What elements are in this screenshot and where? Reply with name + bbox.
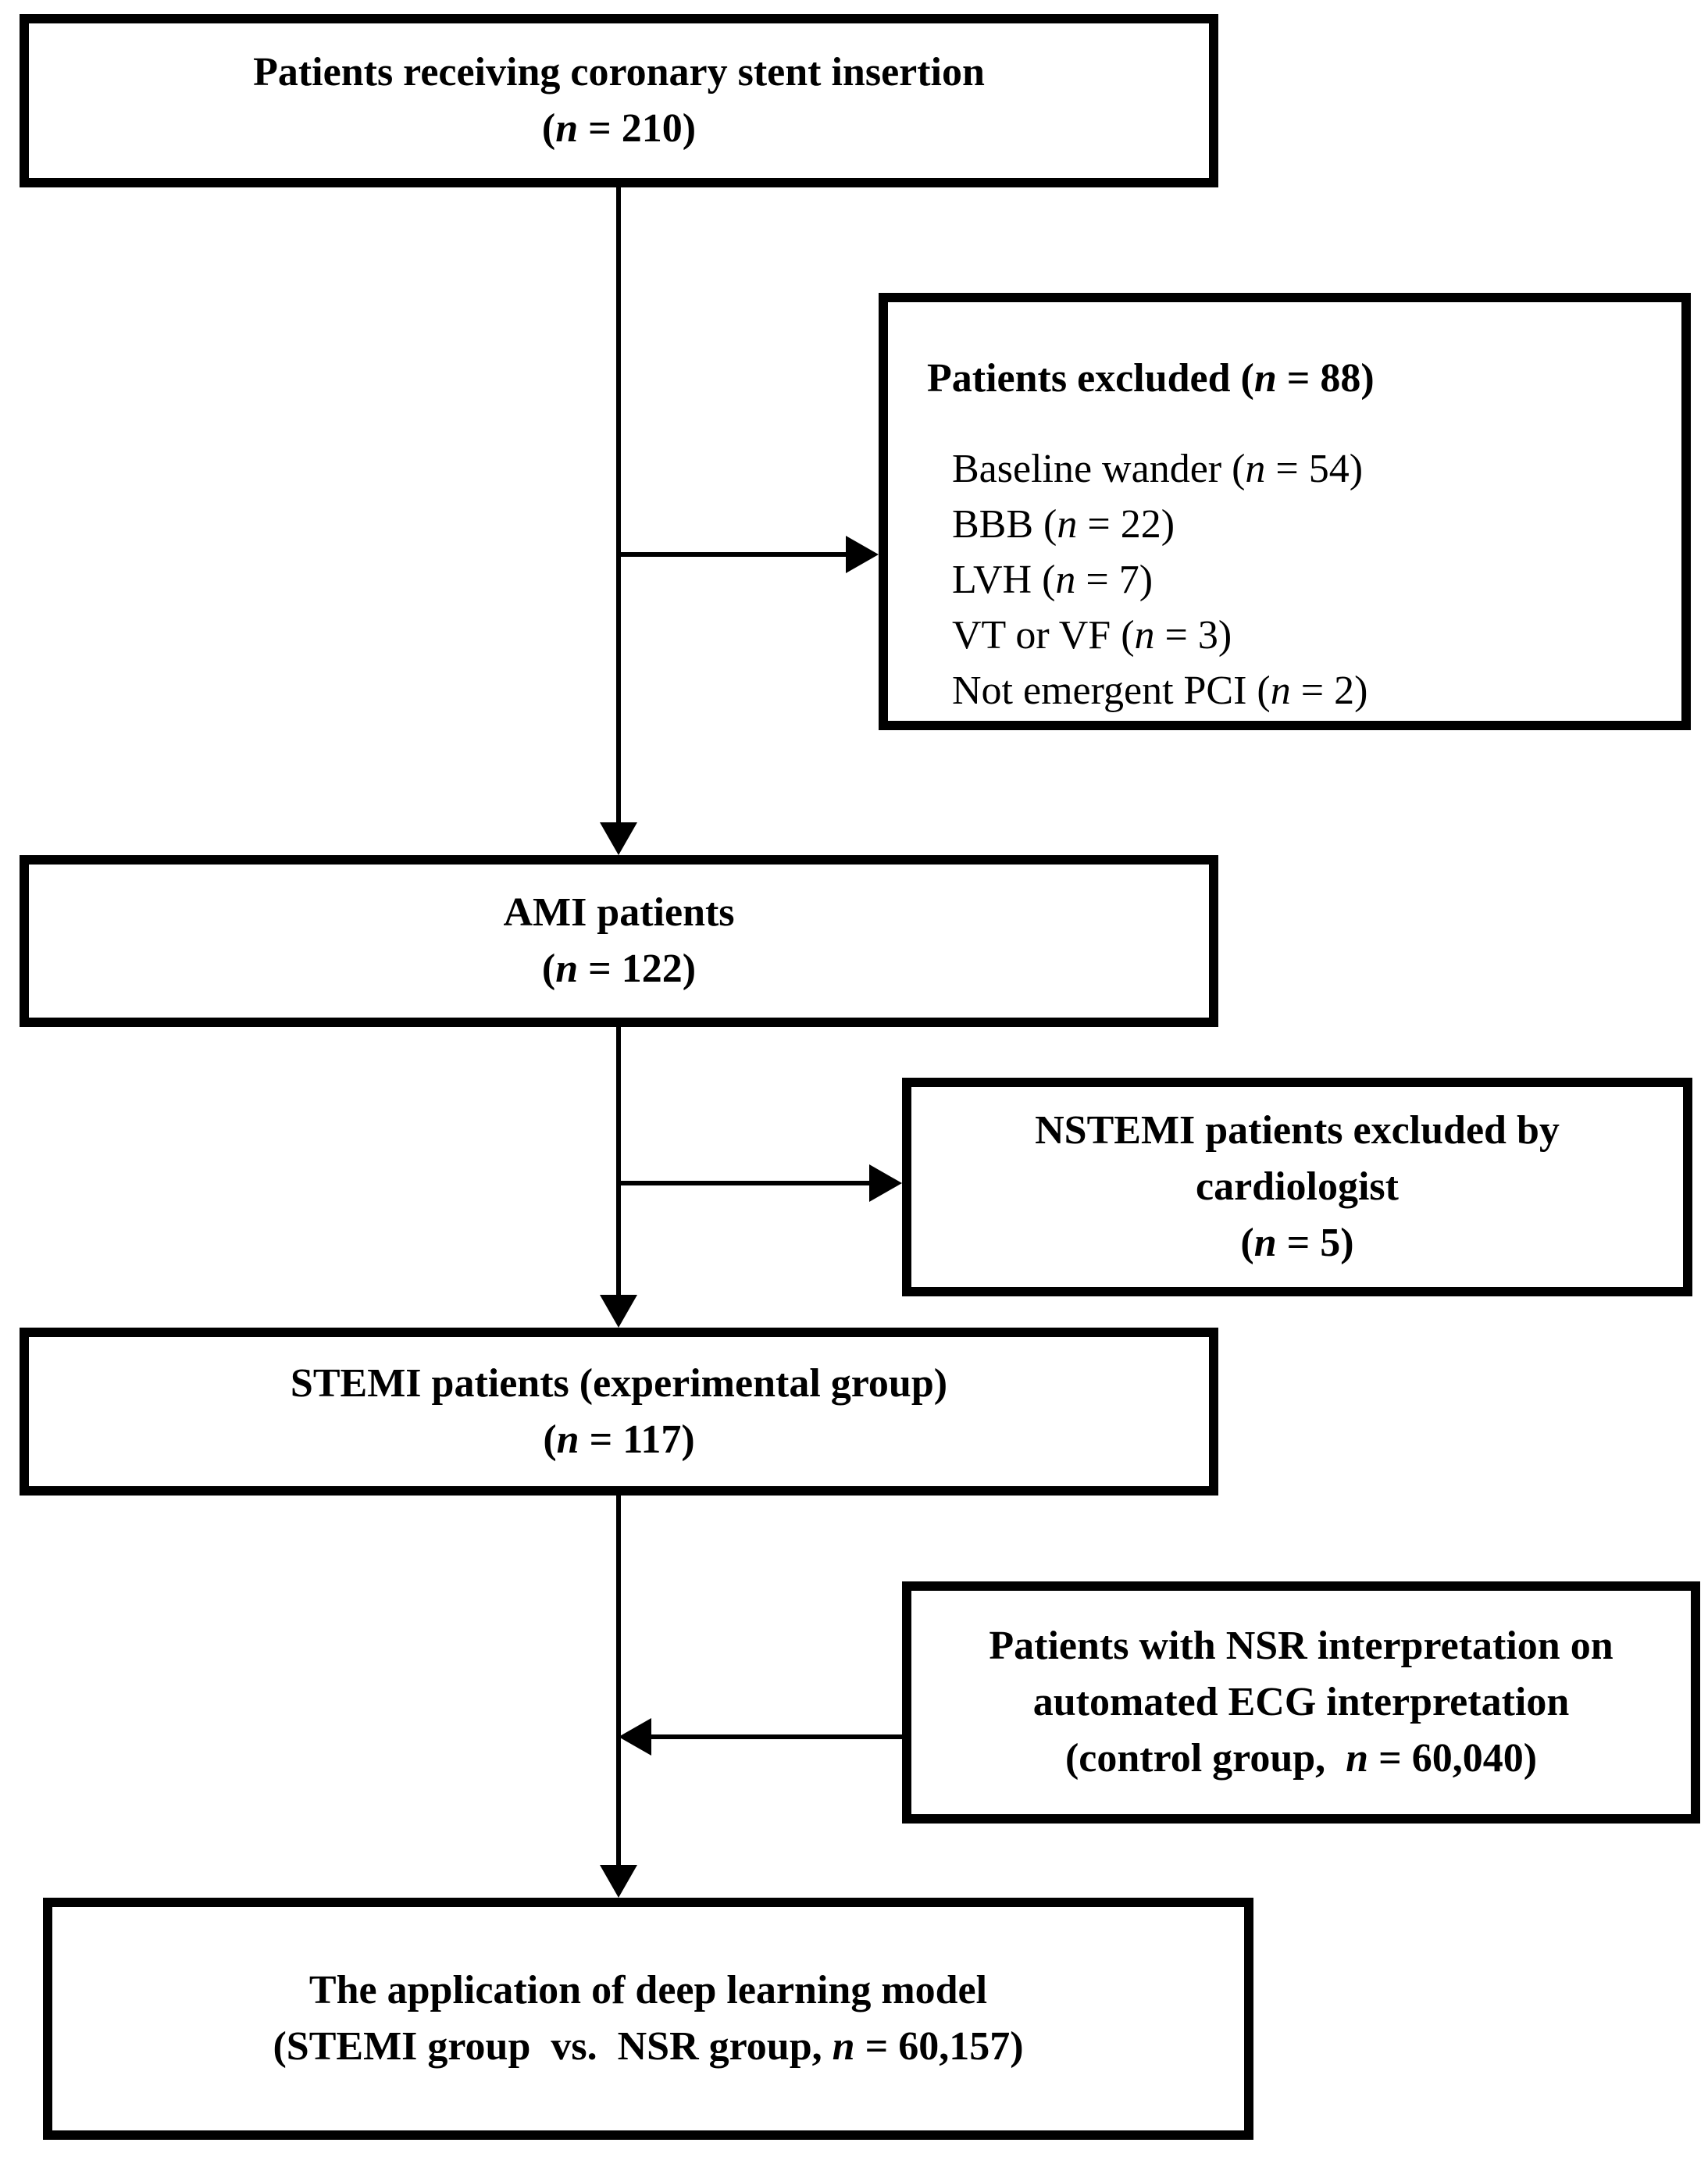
box-title-line: NSTEMI patients excluded by (1035, 1103, 1560, 1159)
italic-n: n (832, 2024, 855, 2069)
arrowhead-into-excluded-icon (846, 536, 879, 573)
box-title-line: AMI patients (503, 885, 734, 941)
text-segment: (STEMI group vs. NSR group, (273, 2024, 833, 2069)
box-nsr-control-group: Patients with NSR interpretation on auto… (902, 1581, 1700, 1824)
box-count-line: (n = 5) (1240, 1215, 1353, 1271)
connector-stent-to-ami (616, 187, 621, 822)
box-title-line2: cardiologist (1196, 1159, 1399, 1215)
box-title-line: Patients with NSR interpretation on (989, 1618, 1613, 1674)
text-segment: NSTEMI patients excluded by (1035, 1108, 1560, 1153)
box-stemi-patients: STEMI patients (experimental group) (n =… (20, 1328, 1218, 1496)
arrowhead-into-stemi-icon (600, 1295, 637, 1328)
text-segment: ( (1240, 1221, 1254, 1265)
excluded-heading: Patients excluded (n = 88) (888, 351, 1681, 407)
text-segment: ( (541, 947, 556, 991)
text-segment: VT or VF ( (952, 613, 1135, 658)
excluded-item: Not emergent PCI (n = 2) (952, 663, 1681, 718)
text-segment: = 210) (578, 106, 697, 151)
connector-nsr-to-mainline (651, 1734, 902, 1739)
box-deep-learning-application: The application of deep learning model (… (43, 1898, 1253, 2140)
italic-n: n (555, 947, 579, 991)
italic-n: n (1134, 613, 1155, 658)
text-segment: = 22) (1077, 502, 1175, 547)
text-segment: (control group, (1064, 1736, 1346, 1781)
text-segment: = 60,157) (854, 2024, 1024, 2069)
arrowhead-into-nstemi-icon (869, 1164, 902, 1202)
arrowhead-into-application-icon (600, 1865, 637, 1898)
italic-n: n (1245, 447, 1266, 491)
connector-branch-to-excluded (619, 552, 846, 557)
text-segment: = 3) (1154, 613, 1232, 658)
text-segment: The application of deep learning model (308, 1968, 988, 2012)
excluded-list: Baseline wander (n = 54) BBB (n = 22) LV… (888, 441, 1681, 718)
connector-stemi-to-application (616, 1496, 621, 1865)
box-count-line: (n = 117) (543, 1412, 694, 1468)
box-title-line: The application of deep learning model (309, 1963, 987, 2019)
arrowhead-into-mainline-icon (619, 1718, 651, 1756)
text-segment: cardiologist (1196, 1164, 1399, 1209)
box-title-line2: automated ECG interpretation (1033, 1674, 1570, 1731)
text-segment: Patients receiving coronary stent insert… (253, 50, 985, 94)
text-segment: AMI patients (503, 890, 735, 935)
box-count-line: (STEMI group vs. NSR group, n = 60,157) (273, 2019, 1023, 2075)
box-coronary-stent-patients: Patients receiving coronary stent insert… (20, 14, 1218, 187)
italic-n: n (1346, 1736, 1369, 1781)
text-segment: = 88) (1276, 356, 1375, 401)
italic-n: n (1253, 356, 1277, 401)
text-segment: = 54) (1265, 447, 1364, 491)
text-segment: = 122) (578, 947, 697, 991)
box-title-line: STEMI patients (experimental group) (291, 1356, 947, 1412)
text-segment: Baseline wander ( (952, 447, 1246, 491)
excluded-item: LVH (n = 7) (952, 552, 1681, 608)
text-segment: STEMI patients (experimental group) (290, 1360, 948, 1406)
text-segment: ( (541, 106, 556, 151)
text-segment: LVH ( (952, 558, 1056, 602)
box-count-line: (control group, n = 60,040) (1065, 1731, 1537, 1787)
box-nstemi-excluded: NSTEMI patients excluded by cardiologist… (902, 1078, 1692, 1296)
connector-branch-to-nstemi (619, 1181, 869, 1185)
italic-n: n (1057, 502, 1078, 547)
excluded-item: Baseline wander (n = 54) (952, 441, 1681, 497)
excluded-item: BBB (n = 22) (952, 497, 1681, 552)
excluded-item: VT or VF (n = 3) (952, 608, 1681, 663)
text-segment: = 117) (579, 1417, 695, 1462)
italic-n: n (1270, 668, 1291, 713)
box-title-line: Patients receiving coronary stent insert… (253, 45, 985, 101)
italic-n: n (556, 1417, 579, 1462)
text-segment: Not emergent PCI ( (952, 668, 1271, 713)
text-segment: BBB ( (952, 502, 1057, 547)
text-segment: = 2) (1290, 668, 1368, 713)
text-segment: = 7) (1075, 558, 1154, 602)
text-segment: automated ECG interpretation (1032, 1680, 1570, 1724)
box-count-line: (n = 122) (542, 941, 696, 997)
italic-n: n (1055, 558, 1076, 602)
italic-n: n (1253, 1221, 1277, 1265)
text-segment: ( (543, 1417, 557, 1462)
text-segment: Patients excluded ( (927, 356, 1254, 401)
text-segment: Patients with NSR interpretation on (989, 1624, 1614, 1668)
arrowhead-into-ami-icon (600, 822, 637, 855)
box-patients-excluded: Patients excluded (n = 88) Baseline wand… (879, 293, 1691, 730)
box-count-line: (n = 210) (542, 101, 696, 157)
text-segment: = 60,040) (1368, 1736, 1538, 1781)
italic-n: n (555, 106, 579, 151)
text-segment: = 5) (1276, 1221, 1354, 1265)
connector-ami-to-stemi (616, 1027, 621, 1295)
box-ami-patients: AMI patients (n = 122) (20, 855, 1218, 1027)
